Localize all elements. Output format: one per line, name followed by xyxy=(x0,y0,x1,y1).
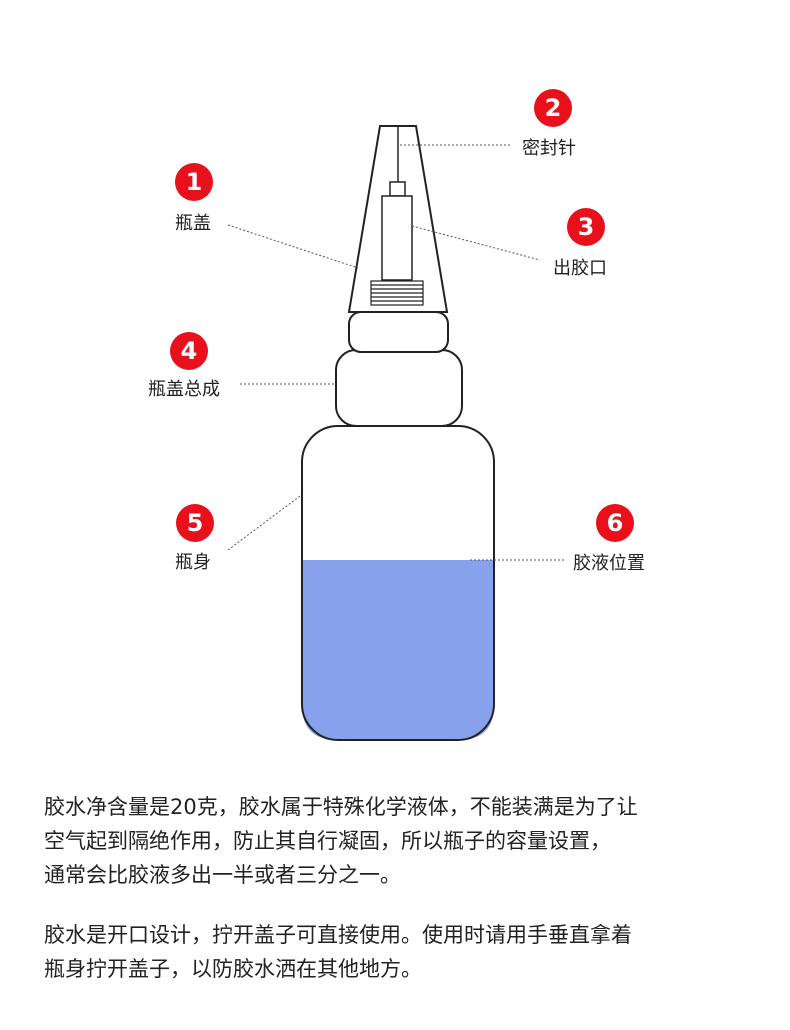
leader-1 xyxy=(227,224,359,269)
callout-5-badge: 5 xyxy=(176,504,214,542)
callout-1-label: 瓶盖 xyxy=(175,213,211,234)
usage-description: 胶水是开口设计，拧开盖子可直接使用。使用时请用手垂直拿着 瓶身拧开盖子，以防胶水… xyxy=(44,918,764,986)
callout-3-badge: 3 xyxy=(567,208,605,246)
callout-2-badge: 2 xyxy=(534,89,572,127)
paragraph-line: 胶水是开口设计，拧开盖子可直接使用。使用时请用手垂直拿着 xyxy=(44,923,632,947)
nozzle-thread xyxy=(370,280,424,306)
cap-collar xyxy=(348,311,449,353)
callout-6-badge: 6 xyxy=(596,504,634,542)
callout-2-label: 密封针 xyxy=(522,138,576,159)
nozzle-tube xyxy=(381,195,413,281)
paragraph-line: 胶水净含量是20克，胶水属于特殊化学液体，不能装满是为了让 xyxy=(44,795,638,819)
capacity-description: 胶水净含量是20克，胶水属于特殊化学液体，不能装满是为了让 空气起到隔绝作用，防… xyxy=(44,790,764,892)
callout-5-label: 瓶身 xyxy=(175,552,211,573)
callout-4-badge: 4 xyxy=(170,332,208,370)
callout-4-label: 瓶盖总成 xyxy=(148,379,220,400)
glue-liquid xyxy=(302,560,494,740)
callout-6-label: 胶液位置 xyxy=(573,553,645,574)
leader-5 xyxy=(227,495,301,551)
cap-base xyxy=(335,349,463,427)
bottle-diagram xyxy=(227,125,565,741)
nozzle-tip xyxy=(389,181,406,197)
paragraph-line: 瓶身拧开盖子，以防胶水洒在其他地方。 xyxy=(44,957,422,981)
callout-1-badge: 1 xyxy=(175,163,213,201)
paragraph-line: 空气起到隔绝作用，防止其自行凝固，所以瓶子的容量设置， xyxy=(44,829,611,853)
callout-3-label: 出胶口 xyxy=(553,258,607,279)
paragraph-line: 通常会比胶液多出一半或者三分之一。 xyxy=(44,863,401,887)
